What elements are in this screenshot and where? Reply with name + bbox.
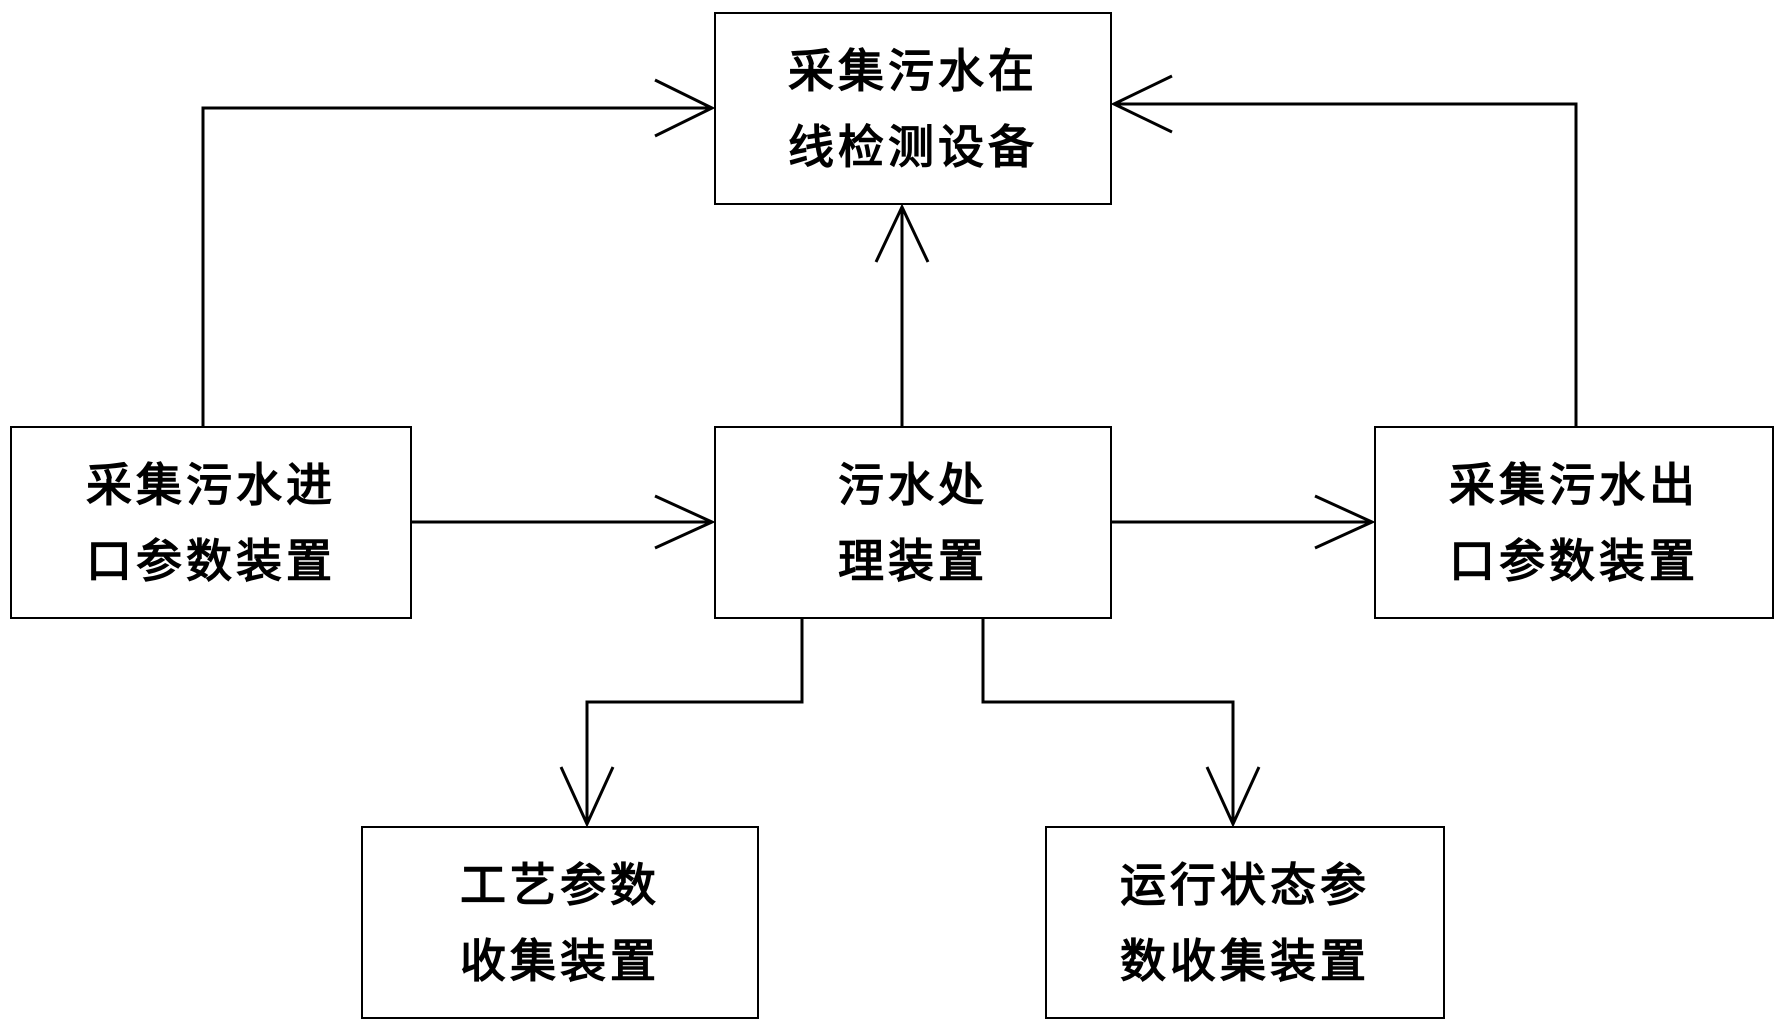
connector-inlet-to-treatment: [412, 494, 716, 550]
connector-treatment-to-monitor: [874, 203, 930, 426]
box-label-line: 口参数装置: [1449, 533, 1699, 588]
box-label-line: 理装置: [838, 533, 988, 588]
connector-treatment-to-outlet: [1112, 494, 1376, 550]
connector-outlet-to-monitor: [1110, 74, 1578, 426]
connector-treatment-to-process-params: [559, 619, 804, 828]
box-label-line: 采集污水进: [86, 457, 336, 512]
box-label-line: 数收集装置: [1120, 933, 1370, 988]
box-label-line: 线检测设备: [788, 119, 1038, 174]
box-label-line: 工艺参数: [460, 857, 660, 912]
box-outlet-parameter-device: 采集污水出 口参数装置: [1374, 426, 1774, 619]
box-running-state-parameter-collector: 运行状态参 数收集装置: [1045, 826, 1445, 1019]
box-process-parameter-collector: 工艺参数 收集装置: [361, 826, 759, 1019]
box-label-line: 运行状态参: [1120, 857, 1370, 912]
connector-inlet-to-monitor: [201, 78, 716, 426]
box-label-line: 收集装置: [460, 933, 660, 988]
box-inlet-parameter-device: 采集污水进 口参数装置: [10, 426, 412, 619]
box-label-line: 口参数装置: [86, 533, 336, 588]
box-label-line: 采集污水在: [788, 43, 1038, 98]
box-label-line: 采集污水出: [1449, 457, 1699, 512]
box-online-monitoring-equipment: 采集污水在 线检测设备: [714, 12, 1112, 205]
box-sewage-treatment-device: 污水处 理装置: [714, 426, 1112, 619]
box-label-line: 污水处: [838, 457, 988, 512]
connector-treatment-to-running-params: [981, 619, 1261, 828]
